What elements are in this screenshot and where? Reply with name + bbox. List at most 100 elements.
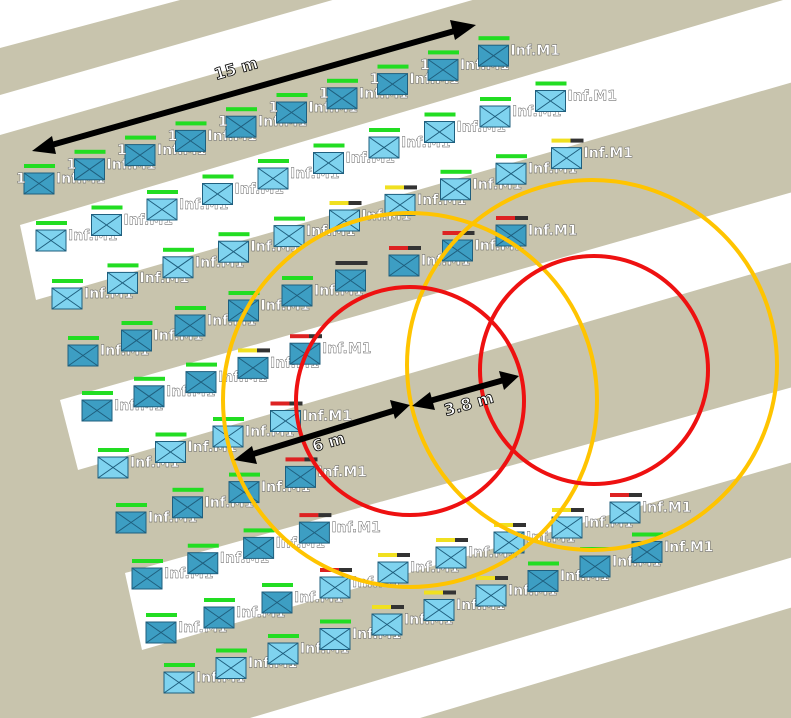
unit-cross-line bbox=[237, 356, 269, 379]
unit-cross-line bbox=[145, 621, 177, 644]
unit-prefix-label: 1 bbox=[319, 86, 329, 102]
unit-health-bar bbox=[187, 543, 219, 548]
unit-label: Inf.M1 bbox=[511, 43, 561, 59]
unit-cross-line bbox=[273, 225, 305, 248]
unit-health-bar bbox=[329, 201, 349, 205]
measure-arrow-mid-right: 3.8 m bbox=[412, 371, 519, 420]
unit-cross-line bbox=[107, 271, 138, 294]
unit-health-bar bbox=[378, 553, 397, 557]
unit-cross-line bbox=[435, 546, 467, 569]
unit-marker[interactable]: Inf.M1 bbox=[285, 457, 368, 488]
unit-health-bar bbox=[327, 78, 358, 83]
unit-cross-line bbox=[319, 576, 351, 599]
unit-cross-line bbox=[146, 198, 178, 221]
unit-cross-line bbox=[228, 481, 260, 504]
unit-cross-line bbox=[495, 162, 527, 185]
unit-health-bar bbox=[299, 513, 319, 518]
unit-marker[interactable]: Inf.M1 bbox=[535, 81, 618, 112]
unit-health-bar bbox=[535, 81, 567, 86]
unit-health-empty bbox=[570, 138, 584, 143]
unit-marker[interactable]: Inf.M1 bbox=[631, 532, 714, 563]
unit-health-bar bbox=[262, 583, 293, 587]
unit-health-bar bbox=[204, 598, 235, 602]
unit-formation: 1Inf.M11Inf.M11Inf.M11Inf.M11Inf.M11Inf.… bbox=[16, 36, 714, 694]
unit-cross-line bbox=[124, 144, 156, 167]
unit-cross-line bbox=[631, 541, 663, 563]
unit-health-bar bbox=[68, 336, 99, 340]
unit-cross-line bbox=[285, 465, 316, 488]
unit-health-bar bbox=[494, 523, 513, 527]
unit-health-bar bbox=[121, 321, 153, 325]
unit-marker[interactable]: Inf.M1 bbox=[495, 216, 578, 247]
unit-health-bar bbox=[476, 576, 495, 580]
unit-health-bar bbox=[369, 128, 400, 132]
unit-marker[interactable]: Inf.M1 bbox=[442, 231, 525, 262]
unit-health-bar bbox=[216, 648, 247, 653]
unit-health-bar bbox=[36, 221, 67, 225]
unit-health-empty bbox=[571, 508, 584, 512]
unit-health-bar bbox=[480, 97, 511, 101]
unit-health-bar bbox=[132, 559, 163, 563]
unit-label: Inf.M1 bbox=[584, 146, 634, 162]
unit-health-bar bbox=[385, 185, 404, 190]
terrain-band bbox=[0, 0, 180, 48]
unit-health-bar bbox=[528, 561, 559, 566]
unit-health-bar bbox=[172, 487, 204, 492]
unit-marker[interactable]: Inf.M1 bbox=[298, 513, 381, 544]
unit-marker[interactable]: Inf.M1 bbox=[609, 493, 692, 524]
unit-health-empty bbox=[629, 493, 642, 497]
unit-marker[interactable]: Inf.M1 bbox=[478, 36, 561, 67]
unit-marker[interactable]: Inf.M1 bbox=[368, 128, 451, 159]
unit-cross-line bbox=[424, 121, 455, 143]
unit-cross-line bbox=[23, 172, 55, 195]
unit-health-bar bbox=[274, 216, 305, 221]
unit-health-bar bbox=[270, 401, 290, 406]
inner-range-circle-left bbox=[294, 285, 526, 517]
unit-health-bar bbox=[428, 50, 459, 55]
unit-cross-line bbox=[67, 344, 99, 367]
unit-health-bar bbox=[551, 138, 571, 143]
unit-cross-line bbox=[551, 516, 583, 539]
unit-marker[interactable]: Inf.M1 bbox=[551, 138, 634, 170]
unit-health-bar bbox=[258, 159, 289, 163]
unit-health-bar bbox=[290, 334, 309, 339]
unit-health-bar bbox=[282, 276, 313, 280]
unit-cross-line bbox=[91, 214, 122, 236]
unit-health-bar bbox=[91, 205, 123, 210]
unit-cross-line bbox=[74, 158, 105, 181]
unit-health-bar bbox=[146, 613, 177, 617]
unit-cross-line bbox=[175, 129, 206, 152]
unit-health-bar bbox=[52, 279, 83, 283]
unit-health-bar bbox=[313, 143, 345, 148]
unit-cross-line bbox=[185, 371, 217, 394]
unit-cross-line bbox=[218, 240, 249, 263]
unit-health-bar bbox=[238, 348, 257, 353]
unit-cross-line bbox=[579, 555, 611, 578]
outer-range-circle-left bbox=[221, 211, 599, 589]
unit-cross-line bbox=[261, 591, 293, 614]
unit-health-bar bbox=[389, 246, 408, 250]
unit-health-bar bbox=[218, 232, 250, 237]
unit-health-empty bbox=[461, 231, 475, 235]
unit-health-empty bbox=[455, 538, 468, 542]
unit-marker[interactable] bbox=[335, 261, 368, 292]
unit-health-empty bbox=[348, 201, 362, 205]
unit-cross-line bbox=[371, 613, 403, 636]
unit-cross-line bbox=[326, 87, 358, 110]
unit-health-bar bbox=[186, 362, 217, 367]
unit-cross-line bbox=[257, 167, 289, 190]
unit-cross-line bbox=[368, 136, 400, 159]
unit-health-bar bbox=[243, 528, 275, 533]
unit-health-bar bbox=[164, 663, 195, 667]
unit-health-bar bbox=[107, 263, 139, 268]
unit-health-empty bbox=[257, 348, 270, 353]
unit-label: Inf.M1 bbox=[528, 223, 578, 239]
inner-range-circle-right bbox=[478, 254, 710, 486]
unit-label: Inf.M1 bbox=[568, 89, 618, 105]
unit-label: Inf.M1 bbox=[318, 464, 368, 480]
unit-health-bar bbox=[24, 164, 55, 168]
unit-cross-line bbox=[388, 254, 420, 277]
unit-health-bar bbox=[440, 169, 472, 174]
